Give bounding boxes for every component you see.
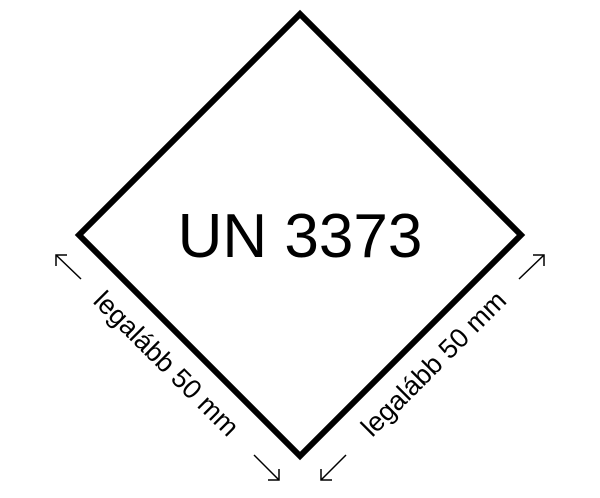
diamond-border	[74, 9, 526, 461]
arrow-up-right-icon	[518, 254, 545, 280]
arrow-down-left-icon	[320, 454, 347, 481]
un-number: UN 3373	[178, 202, 423, 271]
arrow-down-right-icon	[253, 454, 280, 481]
arrow-up-left-icon	[55, 254, 82, 280]
